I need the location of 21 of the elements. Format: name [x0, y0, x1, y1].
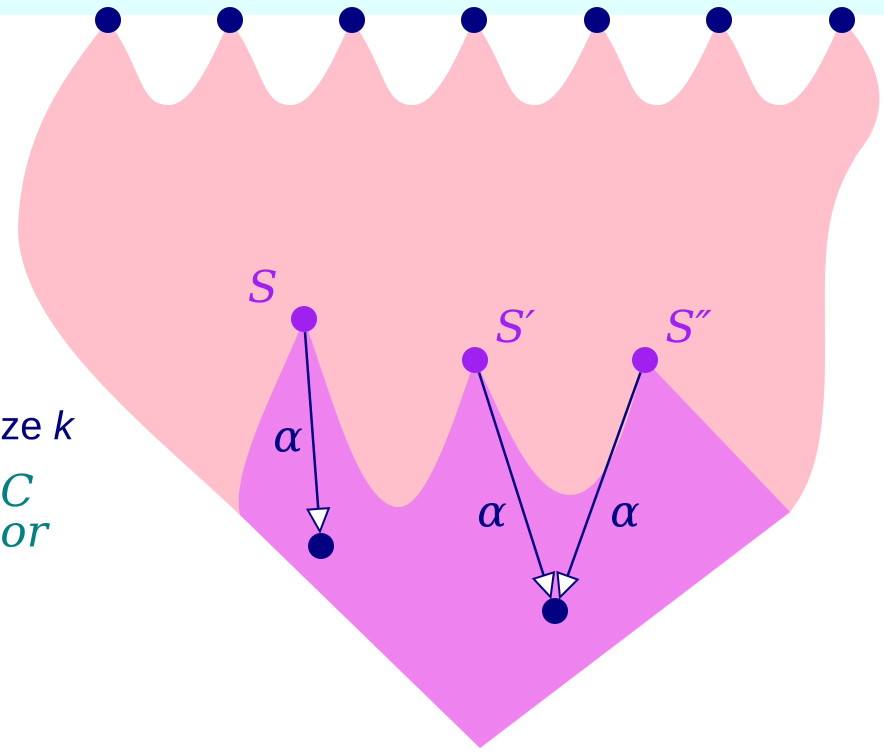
point-label: S″ — [666, 309, 712, 343]
dot — [217, 6, 243, 33]
side-text: ze k — [2, 410, 76, 440]
side-text: C — [2, 473, 34, 507]
edge-label: α — [275, 428, 302, 452]
dot — [308, 532, 334, 559]
dot — [542, 598, 568, 624]
dot — [632, 346, 658, 373]
edge-label: α — [612, 503, 639, 527]
side-text: or — [2, 522, 50, 548]
dot — [829, 6, 855, 33]
dot — [339, 6, 365, 33]
point-label: S — [248, 269, 276, 303]
dot — [291, 306, 317, 332]
point-label: S′ — [496, 309, 536, 343]
edge-label: α — [479, 503, 506, 527]
dot — [461, 6, 487, 33]
dot — [95, 6, 121, 33]
dot — [706, 6, 732, 33]
dot — [584, 6, 610, 33]
dot — [462, 346, 488, 373]
